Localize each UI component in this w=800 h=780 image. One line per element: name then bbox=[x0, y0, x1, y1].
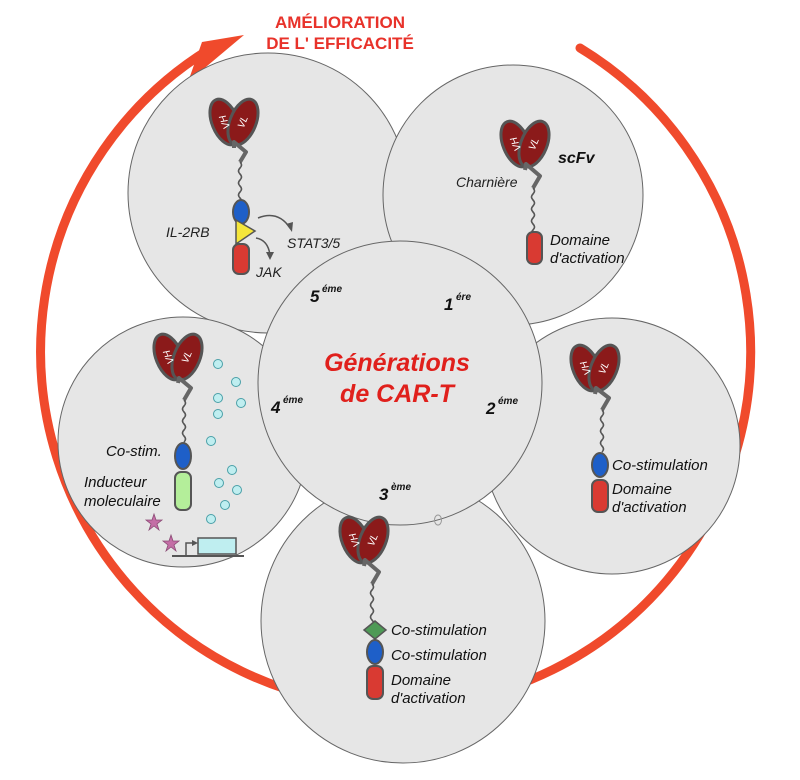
gen3-costim-domain bbox=[366, 639, 384, 665]
gen2-antibody: VH VL bbox=[563, 339, 627, 397]
gen2-activation-label-2: d'activation bbox=[612, 499, 687, 516]
gen3-activation-label-1: Domaine bbox=[391, 672, 451, 689]
gen1-antibody: VH VL bbox=[493, 115, 557, 173]
svg-text:5: 5 bbox=[310, 287, 320, 306]
title-line-2: DE L' EFFICACITÉ bbox=[266, 34, 414, 53]
gen2-transmembrane bbox=[599, 409, 605, 453]
gen1-activation-label-2: d'activation bbox=[550, 250, 625, 267]
gen5-label: 5 éme bbox=[310, 284, 342, 306]
gen5-jak-label: JAK bbox=[255, 264, 282, 280]
gen4-star-icon bbox=[144, 512, 164, 532]
center-title-line-2: de CAR-T bbox=[340, 380, 457, 408]
svg-text:VH: VH bbox=[508, 135, 524, 153]
gen1-hinge bbox=[523, 162, 542, 190]
svg-text:VL: VL bbox=[527, 136, 542, 151]
gen4-label: 4 éme bbox=[270, 395, 303, 417]
center-circle bbox=[257, 240, 543, 526]
gen3-small-marker bbox=[434, 514, 442, 526]
gen4-inducer-label-2: moleculaire bbox=[84, 493, 161, 510]
gen1-car-construct: VH VL scFv Charnière Domaine d'activatio… bbox=[456, 115, 625, 267]
gen3-antibody: VH VL bbox=[332, 511, 396, 569]
gen5-activation-domain bbox=[232, 243, 250, 275]
gen4-star-icon-2 bbox=[161, 533, 181, 553]
svg-text:1: 1 bbox=[444, 295, 453, 314]
svg-text:ére: ére bbox=[456, 292, 471, 303]
svg-text:éme: éme bbox=[322, 284, 342, 295]
gen1-label: 1 ére bbox=[444, 292, 471, 314]
svg-text:4: 4 bbox=[270, 398, 281, 417]
gen3-label: 3 ème bbox=[379, 482, 411, 504]
gen4-promoter-arrow bbox=[185, 542, 194, 556]
gen3-activation-label-2: d'activation bbox=[391, 690, 466, 707]
gen4-costim-label: Co-stim. bbox=[106, 443, 162, 460]
gen2-costim-label: Co-stimulation bbox=[612, 457, 708, 474]
gen4-costim-domain bbox=[174, 442, 192, 470]
gen2-car-construct: VH VL Co-stimulation Domaine d'activatio… bbox=[563, 339, 708, 516]
gen3-hinge bbox=[362, 558, 381, 586]
gen1-scfv-label: scFv bbox=[558, 150, 596, 167]
svg-text:ème: ème bbox=[391, 482, 411, 493]
gen2-hinge bbox=[593, 386, 611, 412]
gen1-transmembrane bbox=[530, 187, 536, 237]
svg-text:VH: VH bbox=[578, 359, 594, 377]
svg-text:3: 3 bbox=[379, 485, 389, 504]
center-title-line-1: Générations bbox=[324, 349, 470, 377]
gen3-transmembrane bbox=[369, 583, 375, 627]
gen5-hinge bbox=[232, 140, 248, 164]
gen2-activation-label-1: Domaine bbox=[612, 481, 672, 498]
svg-text:VL: VL bbox=[236, 114, 251, 129]
svg-text:VH: VH bbox=[161, 348, 177, 366]
svg-text:2: 2 bbox=[485, 399, 496, 418]
gen5-car-construct: VH VL IL-2RB STAT3/5 JAK bbox=[166, 93, 340, 280]
gen4-transmembrane bbox=[181, 399, 187, 443]
gen5-antibody: VH VL bbox=[202, 93, 266, 151]
gen5-transmembrane bbox=[237, 161, 243, 205]
gen4-antibody: VH VL bbox=[146, 328, 210, 386]
gen3-activation-domain bbox=[366, 665, 384, 700]
gen1-activation-domain bbox=[526, 231, 543, 265]
gen5-il2rb-label: IL-2RB bbox=[166, 224, 210, 240]
gen2-label: 2 éme bbox=[485, 396, 518, 418]
gen4-gene-box bbox=[197, 537, 237, 555]
svg-text:éme: éme bbox=[283, 395, 303, 406]
svg-text:VL: VL bbox=[597, 360, 612, 375]
svg-text:VH: VH bbox=[217, 113, 233, 131]
svg-text:éme: éme bbox=[498, 396, 518, 407]
gen4-secreted-molecules bbox=[206, 359, 246, 524]
gen5-il2rb-domain bbox=[235, 218, 257, 246]
gen1-activation-label-1: Domaine bbox=[550, 232, 610, 249]
svg-text:VH: VH bbox=[347, 531, 363, 549]
gen4-car-construct: VH VL Co-stim. Inducteur moleculaire bbox=[84, 328, 246, 557]
gen3-costim-label-2: Co-stimulation bbox=[391, 647, 487, 664]
svg-text:VL: VL bbox=[366, 532, 381, 547]
gen3-costim-label-1: Co-stimulation bbox=[391, 622, 487, 639]
gen1-hinge-label: Charnière bbox=[456, 174, 518, 190]
svg-text:VL: VL bbox=[180, 349, 195, 364]
gen2-costim-domain bbox=[591, 452, 609, 478]
gen5-stat-label: STAT3/5 bbox=[287, 235, 340, 251]
gen4-hinge bbox=[176, 376, 193, 402]
gen4-inducer-domain bbox=[174, 471, 192, 511]
title-line-1: AMÉLIORATION bbox=[275, 13, 405, 32]
gen4-inducer-label-1: Inducteur bbox=[84, 474, 148, 491]
gen2-activation-domain bbox=[591, 479, 609, 513]
gen3-car-construct: VH VL Co-stimulation Co-stimulation Doma… bbox=[332, 511, 487, 707]
